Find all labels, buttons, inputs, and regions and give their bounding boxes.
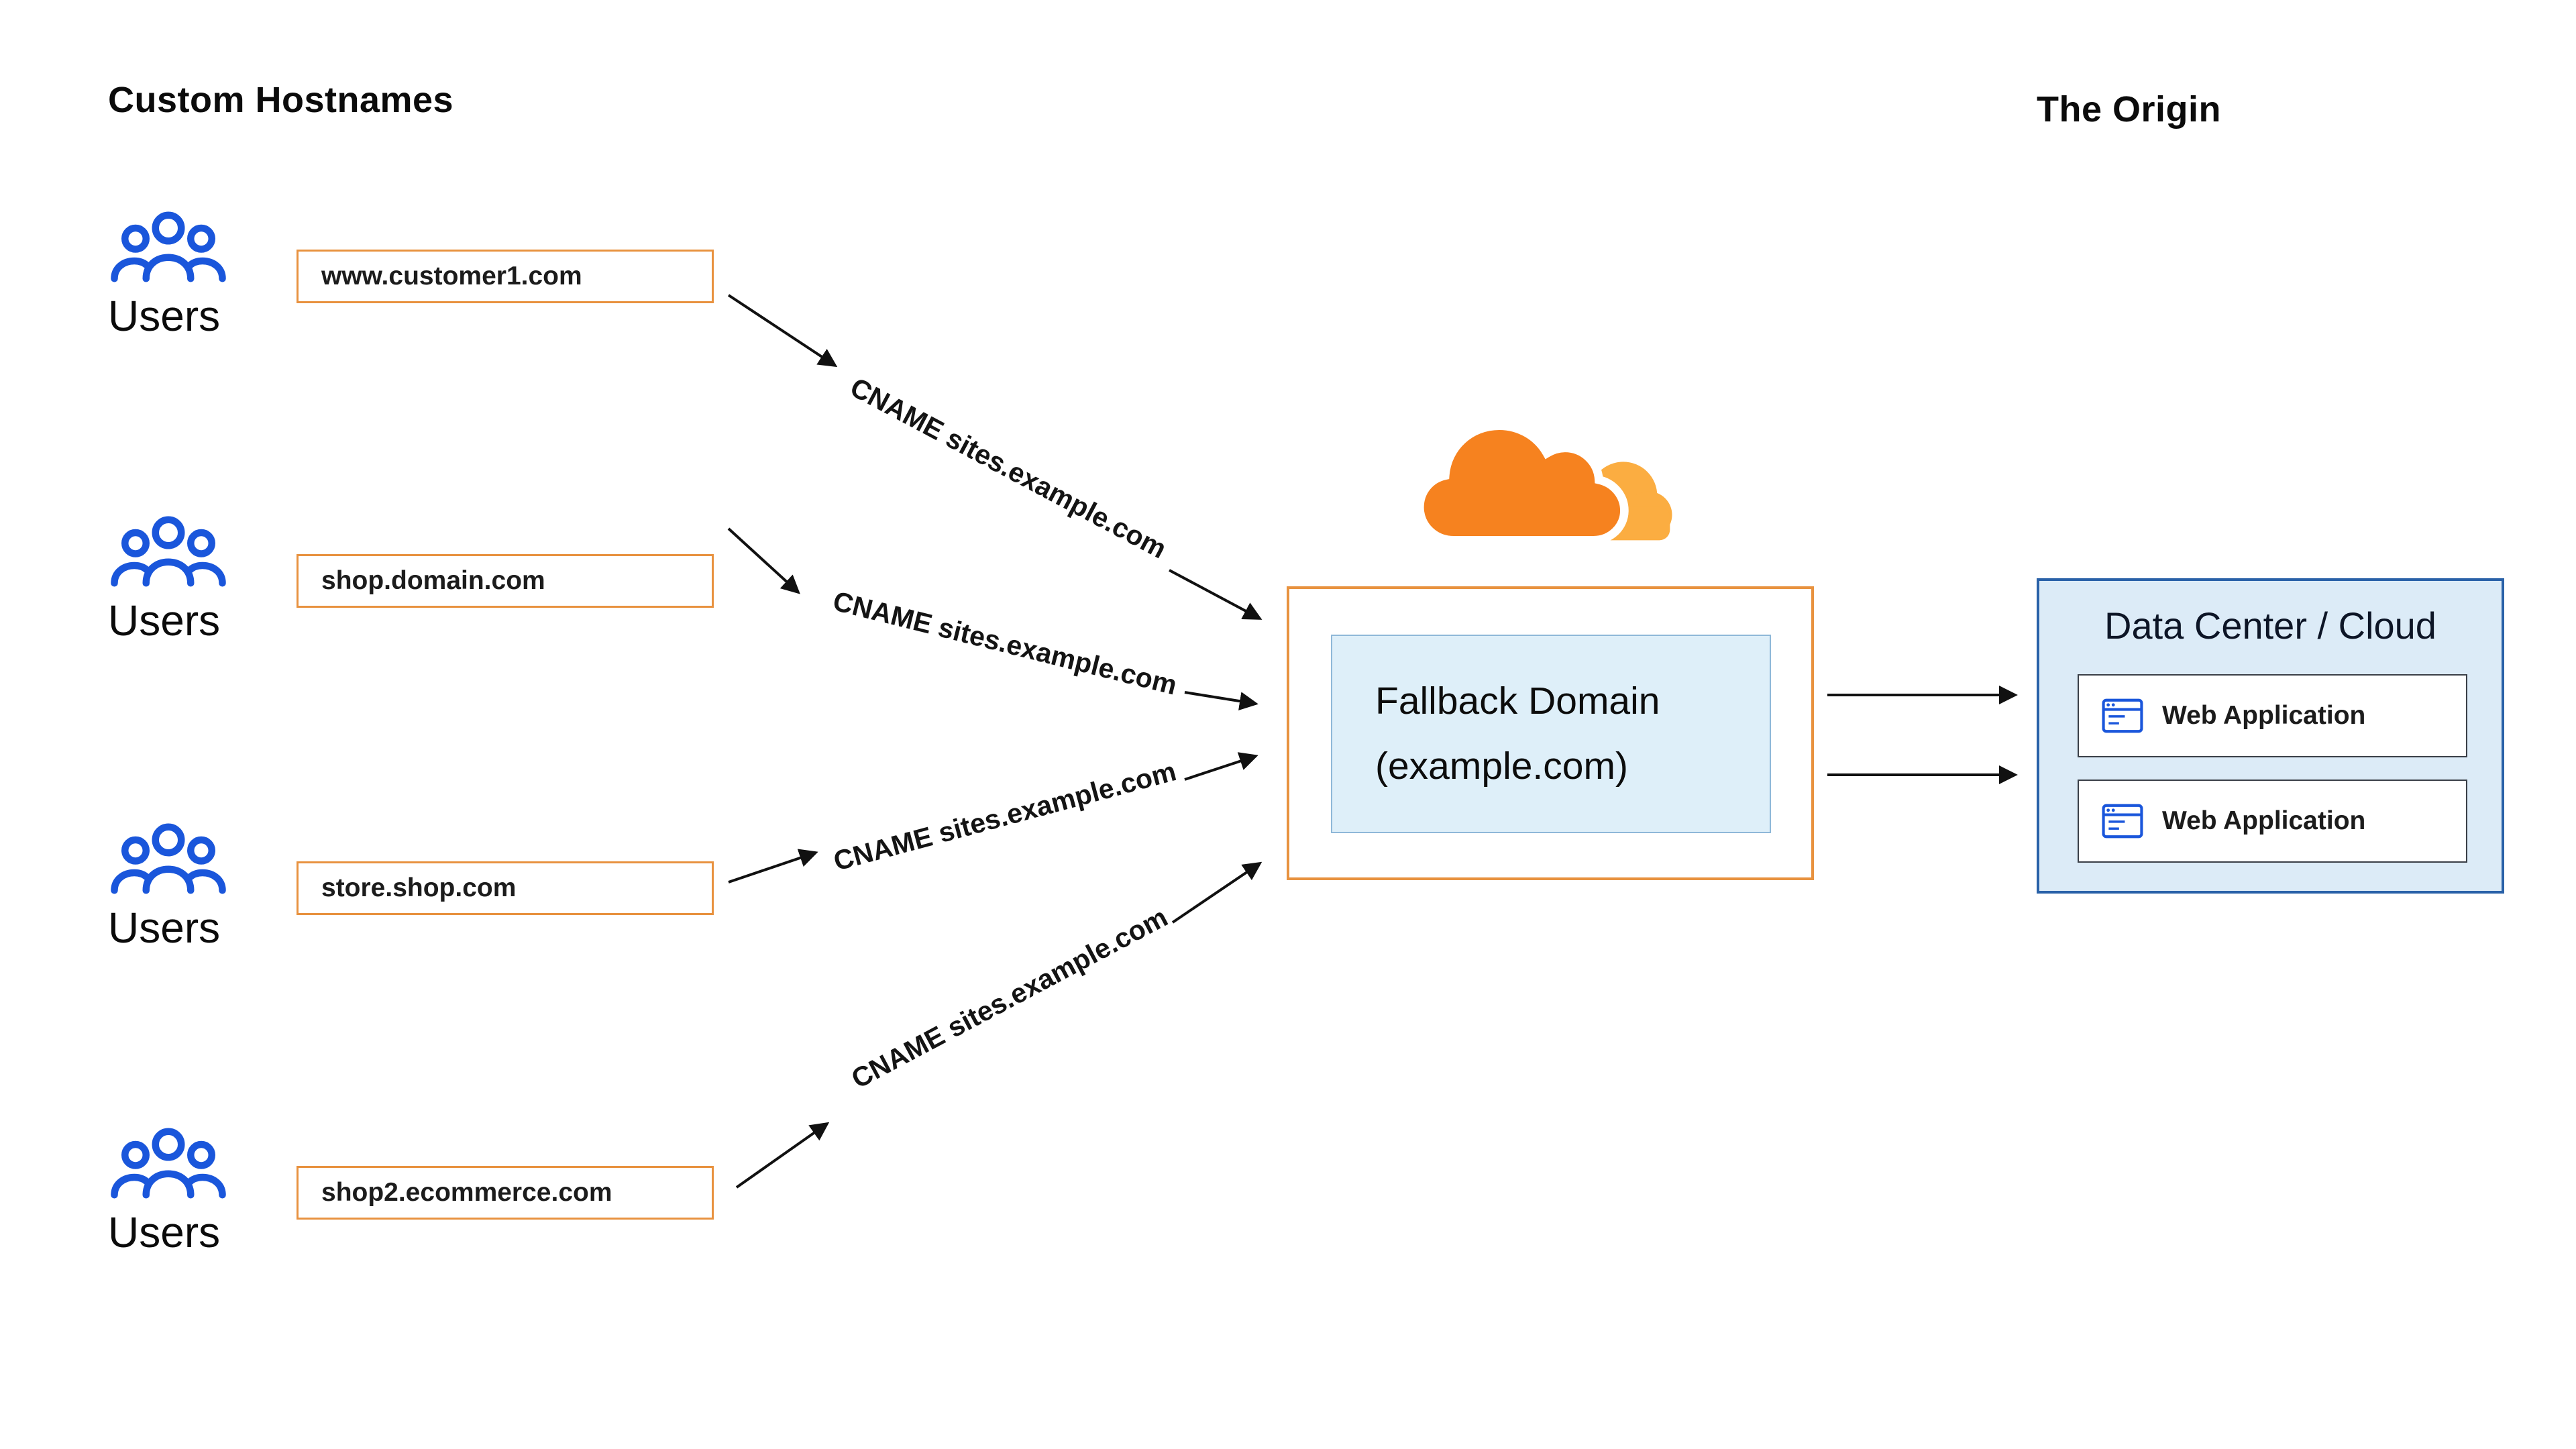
- arrow-host3-to-cname: [728, 849, 818, 883]
- data-center-title: Data Center / Cloud: [2104, 604, 2436, 647]
- cname-label-1: CNAME sites.example.com: [845, 371, 1172, 565]
- fallback-domain-line1: Fallback Domain: [1375, 680, 1660, 723]
- fallback-domain-outer-box: Fallback Domain (example.com): [1287, 586, 1814, 880]
- fallback-domain-line2: (example.com): [1375, 745, 1628, 788]
- user-group-4: Users: [108, 1126, 323, 1257]
- users-group-icon: [111, 211, 226, 282]
- cname-label-3: CNAME sites.example.com: [830, 755, 1180, 877]
- arrow-host4-to-cname: [735, 1122, 830, 1189]
- cname-label-4: CNAME sites.example.com: [846, 901, 1173, 1095]
- cloudflare-cloud-logo: [1418, 421, 1672, 545]
- web-application-label: Web Application: [2162, 806, 2366, 835]
- hostname-label: www.customer1.com: [321, 262, 582, 290]
- fallback-domain-box: Fallback Domain (example.com): [1331, 635, 1771, 833]
- arrow-host1-to-cname: [727, 294, 838, 368]
- user-group-1: Users: [108, 209, 323, 341]
- browser-window-icon: [2102, 698, 2143, 733]
- users-group-icon: [111, 516, 226, 587]
- users-label: Users: [108, 596, 221, 645]
- arrow-cname3-to-fallback: [1184, 752, 1258, 781]
- hostname-box-store-shop: store.shop.com: [297, 861, 714, 915]
- hostname-box-customer1: www.customer1.com: [297, 250, 714, 303]
- data-center-box: Data Center / Cloud Web Application Web …: [2037, 578, 2504, 894]
- users-label: Users: [108, 904, 221, 952]
- user-group-3: Users: [108, 821, 323, 953]
- browser-window-icon: [2102, 804, 2143, 839]
- arrow-cname2-to-fallback: [1184, 691, 1258, 711]
- cname-label-2: CNAME sites.example.com: [830, 585, 1181, 701]
- web-application-box-2: Web Application: [2078, 780, 2467, 863]
- hostname-label: shop2.ecommerce.com: [321, 1178, 612, 1207]
- user-group-2: Users: [108, 514, 323, 645]
- hostname-label: shop.domain.com: [321, 566, 545, 595]
- hostname-box-shop2-ecommerce: shop2.ecommerce.com: [297, 1166, 714, 1220]
- hostname-box-shop-domain: shop.domain.com: [297, 554, 714, 608]
- users-group-icon: [111, 1128, 226, 1199]
- the-origin-title: The Origin: [2037, 89, 2221, 129]
- arrow-cname1-to-fallback: [1169, 569, 1263, 620]
- web-application-label: Web Application: [2162, 701, 2366, 730]
- custom-hostnames-title: Custom Hostnames: [108, 80, 454, 120]
- users-group-icon: [111, 823, 226, 894]
- hostname-label: store.shop.com: [321, 873, 517, 902]
- arrow-host2-to-cname: [727, 527, 800, 594]
- users-label: Users: [108, 292, 221, 340]
- web-application-box-1: Web Application: [2078, 674, 2467, 757]
- users-label: Users: [108, 1208, 221, 1256]
- arrow-cname4-to-fallback: [1171, 861, 1263, 924]
